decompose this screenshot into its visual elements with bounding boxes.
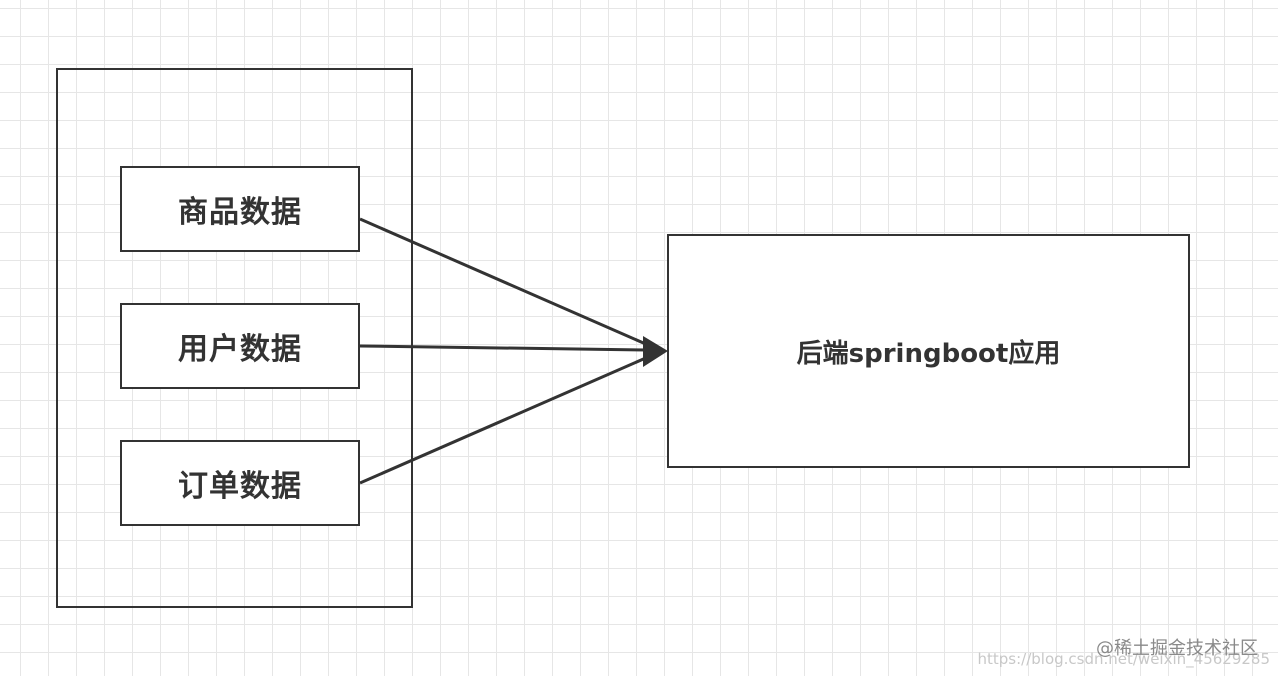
springboot-app-label: 后端springboot应用 [796,338,1061,369]
watermark-site: @稀土掘金技术社区 [1096,638,1258,659]
user-data-label: 用户数据 [178,332,302,367]
goods-data-box: 商品数据 [120,166,360,252]
order-data-box: 订单数据 [120,440,360,526]
goods-data-label: 商品数据 [178,195,302,230]
order-data-label: 订单数据 [178,469,302,504]
springboot-app-box: 后端springboot应用 [667,234,1190,468]
user-data-box: 用户数据 [120,303,360,389]
watermark-url: https://blog.csdn.net/weixin_45629285 [977,650,1270,668]
